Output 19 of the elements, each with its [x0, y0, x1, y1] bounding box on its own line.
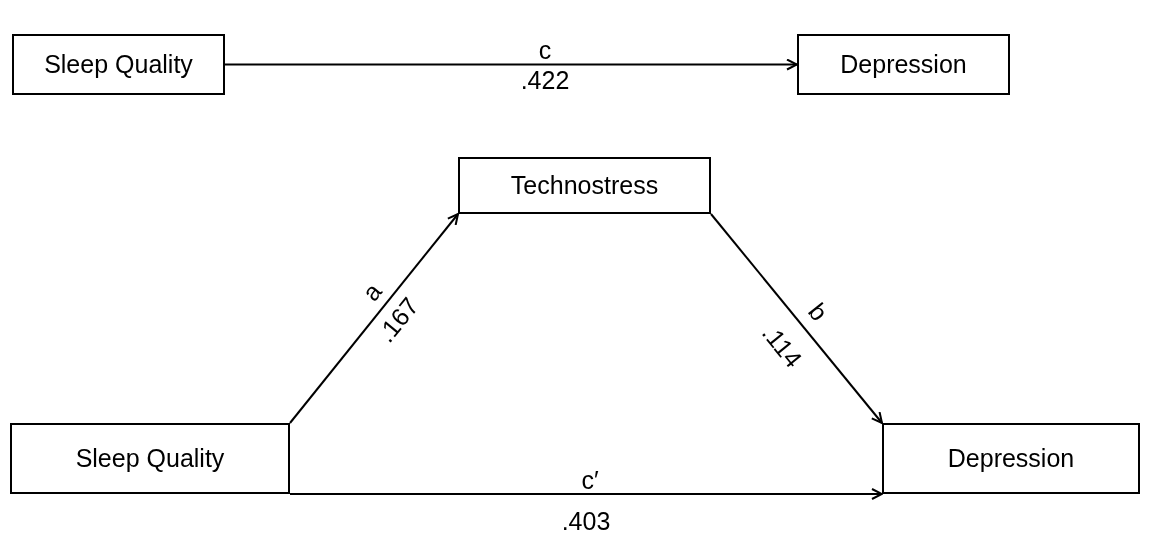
- variable-label: Sleep Quality: [75, 444, 225, 473]
- variable-box: [12, 34, 225, 95]
- path-label: a: [357, 278, 387, 306]
- variable-label: Technostress: [510, 171, 659, 200]
- path-label: c′: [581, 467, 599, 493]
- variable-box: [10, 423, 290, 494]
- arrow: [289, 488, 883, 500]
- coefficient-label: .422: [520, 67, 570, 93]
- arrow: [710, 213, 883, 424]
- coefficient-label: .403: [561, 508, 611, 534]
- variable-label: Sleep Quality: [44, 50, 193, 79]
- arrow: [224, 58, 798, 71]
- variable-box: [882, 423, 1140, 494]
- arrow: [289, 213, 459, 424]
- path-label: c: [538, 37, 552, 63]
- variable-label: Depression: [947, 444, 1075, 473]
- variable-label: Depression: [840, 50, 967, 79]
- variable-box: [797, 34, 1010, 95]
- variable-box: [458, 157, 711, 214]
